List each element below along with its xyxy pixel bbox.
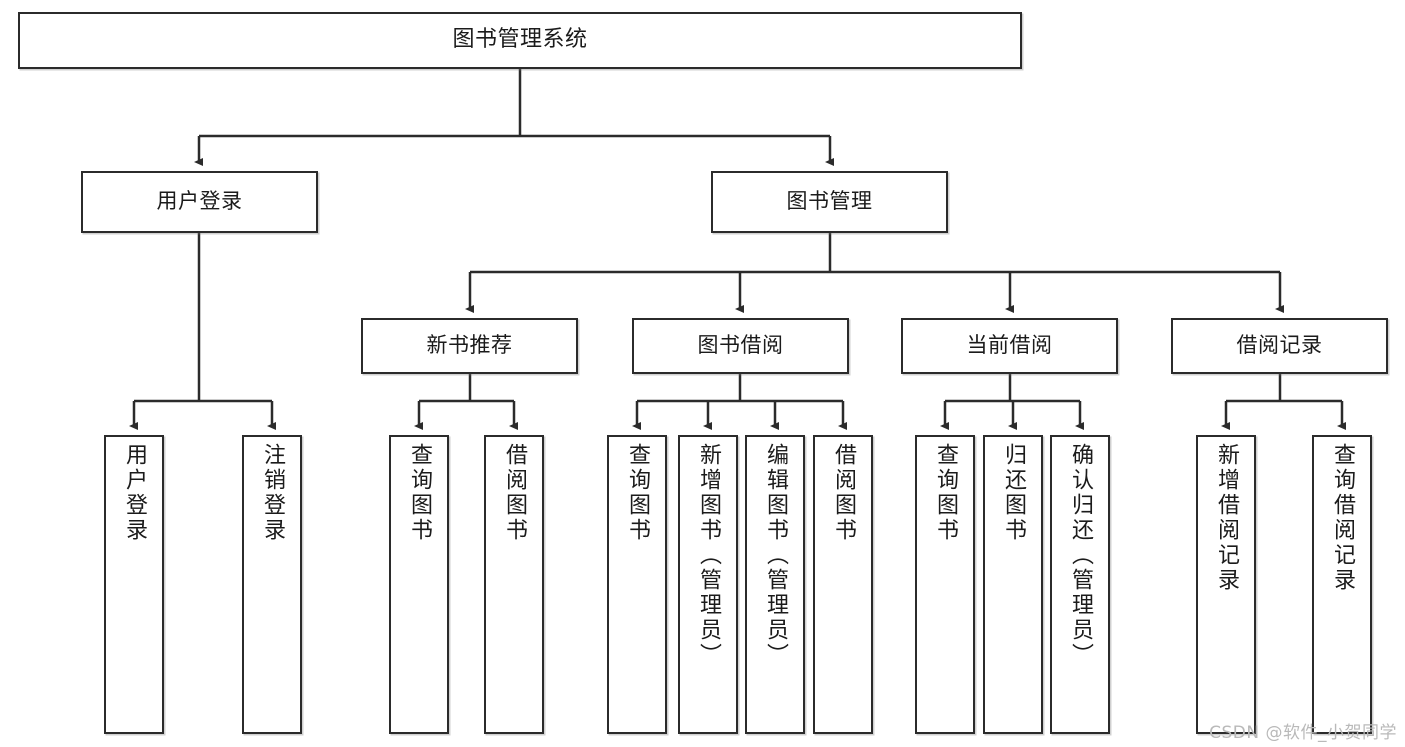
node-label: 当前借阅	[966, 333, 1053, 358]
node-borrow-records[interactable]: 借阅记录	[1171, 318, 1388, 374]
leaf-borrow-query-book[interactable]: 查询图书	[607, 435, 667, 734]
leaf-current-return-book[interactable]: 归还图书	[983, 435, 1043, 734]
node-label: 新增借阅记录	[1214, 443, 1239, 593]
node-current-borrow[interactable]: 当前借阅	[901, 318, 1118, 374]
leaf-user-login-login[interactable]: 用户登录	[104, 435, 164, 734]
node-label: 编辑图书（管理员）	[763, 443, 788, 668]
leaf-recommend-query-book[interactable]: 查询图书	[389, 435, 449, 734]
node-label: 查询图书	[933, 443, 958, 543]
node-label: 确认归还（管理员）	[1068, 443, 1093, 668]
leaf-records-add-record[interactable]: 新增借阅记录	[1196, 435, 1256, 734]
node-root-system[interactable]: 图书管理系统	[18, 12, 1022, 69]
node-label: 新增图书（管理员）	[696, 443, 721, 668]
node-label: 查询图书	[625, 443, 650, 543]
node-label: 借阅记录	[1236, 333, 1323, 358]
node-book-management[interactable]: 图书管理	[711, 171, 948, 233]
leaf-current-query-book[interactable]: 查询图书	[915, 435, 975, 734]
node-label: 借阅图书	[831, 443, 856, 543]
node-new-book-recommend[interactable]: 新书推荐	[361, 318, 578, 374]
leaf-borrow-borrow-book[interactable]: 借阅图书	[813, 435, 873, 734]
node-label: 图书管理	[786, 189, 873, 214]
node-label: 新书推荐	[426, 333, 513, 358]
node-label: 归还图书	[1001, 443, 1026, 543]
leaf-recommend-borrow-book[interactable]: 借阅图书	[484, 435, 544, 734]
leaf-borrow-add-book-admin[interactable]: 新增图书（管理员）	[678, 435, 738, 734]
leaf-records-query-record[interactable]: 查询借阅记录	[1312, 435, 1372, 734]
leaf-current-confirm-return-admin[interactable]: 确认归还（管理员）	[1050, 435, 1110, 734]
node-label: 查询借阅记录	[1330, 443, 1355, 593]
watermark: CSDN @软件_小贺同学	[1209, 723, 1397, 743]
leaf-borrow-edit-book-admin[interactable]: 编辑图书（管理员）	[745, 435, 805, 734]
node-label: 图书借阅	[697, 333, 784, 358]
leaf-user-login-logout[interactable]: 注销登录	[242, 435, 302, 734]
node-label: 用户登录	[156, 189, 243, 214]
node-label: 借阅图书	[502, 443, 527, 543]
node-label: 图书管理系统	[452, 27, 588, 53]
node-user-login[interactable]: 用户登录	[81, 171, 318, 233]
node-label: 查询图书	[407, 443, 432, 543]
node-label: 注销登录	[260, 443, 285, 543]
node-label: 用户登录	[122, 443, 147, 543]
node-book-borrow[interactable]: 图书借阅	[632, 318, 849, 374]
